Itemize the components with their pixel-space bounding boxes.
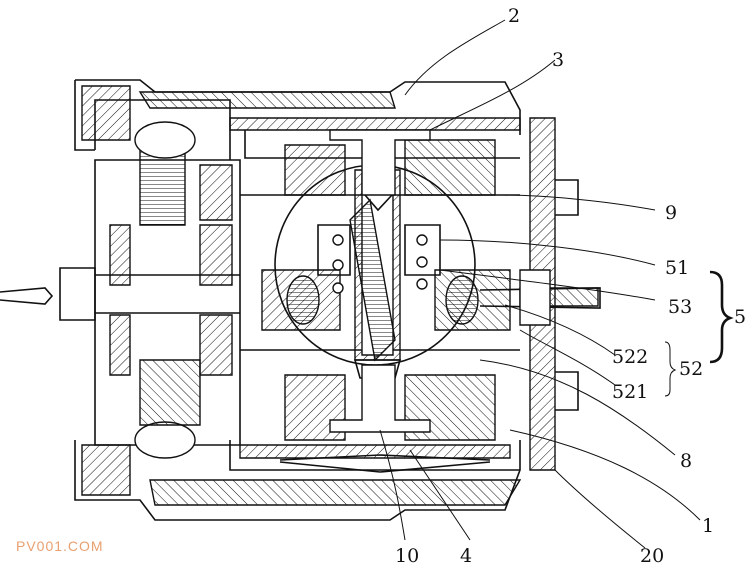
left-motor-section xyxy=(59,121,241,459)
label-8: 8 xyxy=(680,450,692,472)
output-shaft xyxy=(479,269,601,326)
detail-circle xyxy=(274,164,476,379)
label-3: 3 xyxy=(552,49,564,71)
label-9: 9 xyxy=(665,202,677,224)
label-10: 10 xyxy=(395,545,419,567)
lower-pin xyxy=(279,364,491,473)
housing-top xyxy=(74,79,521,160)
label-51: 51 xyxy=(665,257,689,279)
label-52: 52 xyxy=(679,358,703,380)
upper-pin xyxy=(329,129,431,212)
watermark: PV001.COM xyxy=(16,538,104,554)
housing-bottom xyxy=(74,440,522,521)
label-20: 20 xyxy=(640,545,664,567)
input-shaft xyxy=(0,287,54,305)
label-521: 521 xyxy=(612,381,648,403)
label-4: 4 xyxy=(460,545,472,567)
label-522: 522 xyxy=(612,346,648,368)
reference-labels: 2 3 9 51 53 5 522 52 521 8 1 20 4 10 xyxy=(395,5,746,567)
leader-lines xyxy=(379,19,734,549)
label-1: 1 xyxy=(702,515,714,537)
label-2: 2 xyxy=(508,5,520,27)
label-53: 53 xyxy=(668,296,692,318)
label-5: 5 xyxy=(734,306,746,328)
